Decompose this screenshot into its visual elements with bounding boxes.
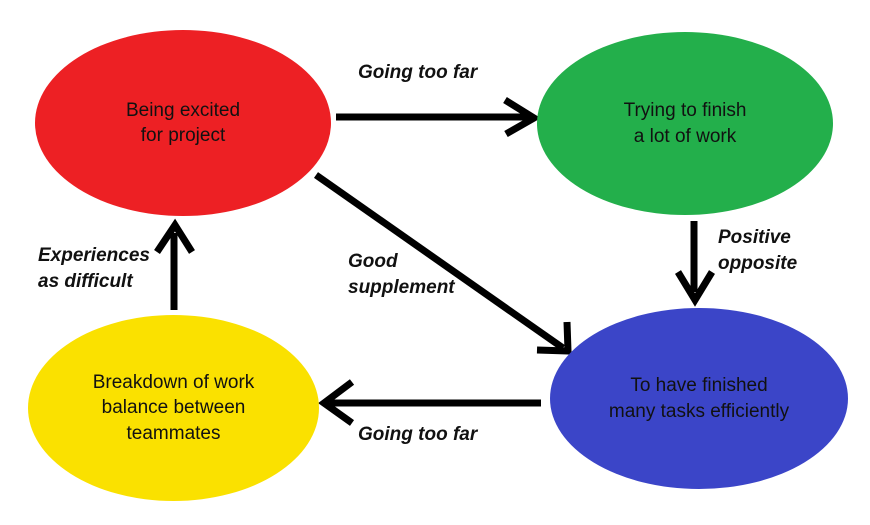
edge-label-trying-to-finished: Positive opposite bbox=[718, 227, 798, 274]
edge-label-breakdown-to-excited: Experiences as difficult bbox=[38, 245, 150, 292]
node-to-have-finished-many-tasks-efficiently[interactable]: To have finished many tasks efficiently bbox=[550, 308, 848, 489]
arrow-excited-to-trying bbox=[336, 97, 541, 138]
node-breakdown-of-work-balance-between-teammates[interactable]: Breakdown of work balance between teamma… bbox=[28, 315, 319, 501]
node-being-excited-for-project[interactable]: Being excited for project bbox=[35, 30, 331, 216]
arrow-finished-to-breakdown bbox=[318, 379, 541, 426]
edge-label-finished-to-breakdown: Going too far bbox=[358, 424, 478, 445]
node-label: To have finished many tasks efficiently bbox=[608, 375, 790, 422]
node-label: Trying to finish a lot of work bbox=[623, 100, 747, 147]
arrow-excited-to-finished bbox=[313, 172, 572, 355]
arrow-trying-to-finished bbox=[675, 221, 715, 307]
arrow-breakdown-to-excited bbox=[154, 218, 195, 310]
node-trying-to-finish-a-lot-of-work[interactable]: Trying to finish a lot of work bbox=[537, 32, 833, 215]
node-label: Being excited for project bbox=[125, 99, 241, 146]
edge-label-excited-to-trying: Going too far bbox=[358, 62, 478, 83]
edge-label-excited-to-finished: Good supplement bbox=[348, 251, 455, 298]
node-label: Breakdown of work balance between teamma… bbox=[92, 372, 255, 444]
